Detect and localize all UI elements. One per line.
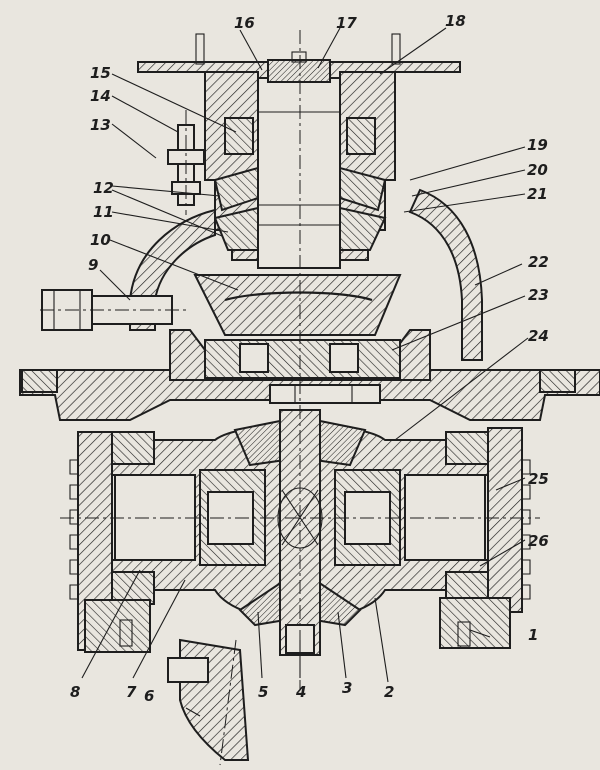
callout-26: 26 (528, 532, 549, 550)
callout-3: 3 (342, 679, 352, 697)
callout-21: 21 (527, 185, 548, 203)
bevel-gear-pair (193, 274, 402, 379)
lower-bracket (167, 638, 250, 761)
callout-15: 15 (90, 64, 111, 82)
leader-lines (81, 27, 529, 717)
callout-20: 20 (527, 161, 548, 179)
transverse-shaft-with-bolt (269, 384, 381, 404)
callout-25: 25 (528, 470, 549, 488)
callout-labels: 1 2 3 4 5 6 7 8 9 10 11 12 13 14 15 16 1… (70, 12, 549, 705)
centerlines (40, 30, 540, 766)
callout-4: 4 (295, 683, 306, 701)
callout-22: 22 (528, 253, 549, 271)
drive-pinion-shaft (257, 51, 341, 269)
callout-18: 18 (445, 12, 466, 30)
callout-12: 12 (93, 179, 114, 197)
callout-8: 8 (70, 683, 80, 701)
callout-24: 24 (528, 327, 549, 345)
callout-23: 23 (528, 286, 549, 304)
callout-17: 17 (336, 14, 357, 32)
callout-13: 13 (90, 116, 111, 134)
callout-11: 11 (93, 203, 114, 221)
callout-14: 14 (90, 87, 111, 105)
callout-16: 16 (234, 14, 255, 32)
callout-7: 7 (126, 683, 137, 701)
callout-5: 5 (258, 683, 268, 701)
differential-gears (199, 418, 401, 627)
callout-6: 6 (144, 687, 154, 705)
callout-2: 2 (384, 683, 394, 701)
callout-1: 1 (528, 626, 538, 644)
callout-19: 19 (527, 136, 548, 154)
pinion-taper-bearings (213, 166, 387, 251)
callout-9: 9 (88, 256, 98, 274)
callout-10: 10 (90, 231, 111, 249)
left-splined-hub (69, 431, 151, 653)
right-splined-hub (439, 427, 531, 649)
